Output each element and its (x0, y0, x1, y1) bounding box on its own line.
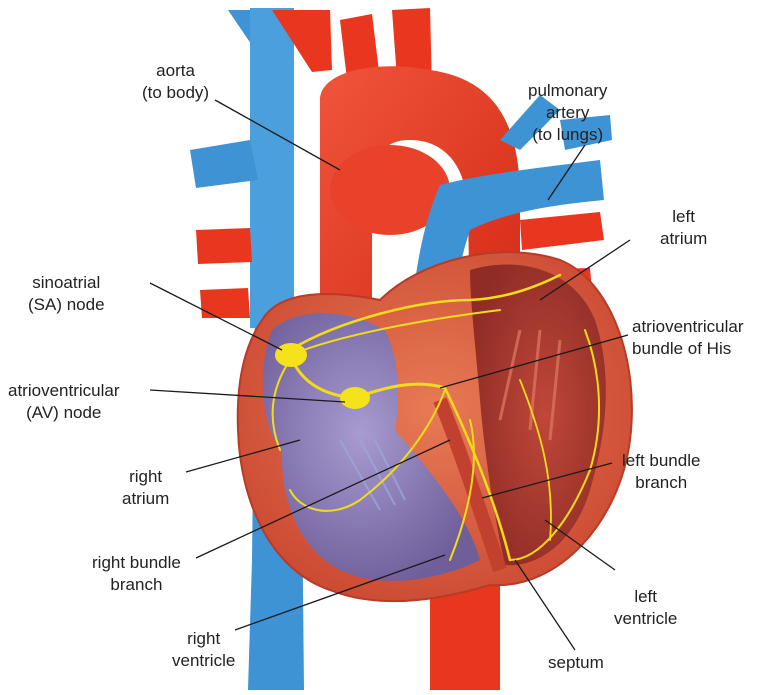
label-sa-node-line1: sinoatrial (28, 272, 105, 294)
label-right-atrium-line1: right (122, 466, 169, 488)
label-septum-line1: septum (548, 652, 604, 674)
label-right-ventricle: right ventricle (172, 628, 235, 672)
label-aorta: aorta (to body) (142, 60, 209, 104)
label-left-ventricle-line2: ventricle (614, 608, 677, 630)
label-right-bundle-line1: right bundle (92, 552, 181, 574)
label-right-ventricle-line2: ventricle (172, 650, 235, 672)
label-bundle-his-line1: atrioventricular (632, 316, 744, 338)
label-left-bundle-branch: left bundle branch (622, 450, 700, 494)
label-left-ventricle-line1: left (614, 586, 677, 608)
label-av-node-line2: (AV) node (8, 402, 120, 424)
label-left-bundle-line2: branch (622, 472, 700, 494)
label-left-bundle-line1: left bundle (622, 450, 700, 472)
label-sa-node: sinoatrial (SA) node (28, 272, 105, 316)
label-right-atrium-line2: atrium (122, 488, 169, 510)
label-bundle-of-his: atrioventricular bundle of His (632, 316, 744, 360)
label-av-node-line1: atrioventricular (8, 380, 120, 402)
label-septum: septum (548, 652, 604, 674)
label-right-ventricle-line1: right (172, 628, 235, 650)
pulmonary-veins-left (190, 140, 258, 188)
label-pulmonary-line1: pulmonary (528, 80, 607, 102)
label-bundle-his-line2: bundle of His (632, 338, 744, 360)
label-right-atrium: right atrium (122, 466, 169, 510)
label-left-ventricle: left ventricle (614, 586, 677, 630)
label-sa-node-line2: (SA) node (28, 294, 105, 316)
label-pulmonary-artery: pulmonary artery (to lungs) (528, 80, 607, 146)
label-av-node: atrioventricular (AV) node (8, 380, 120, 424)
label-right-bundle-branch: right bundle branch (92, 552, 181, 596)
label-right-bundle-line2: branch (92, 574, 181, 596)
label-aorta-line1: aorta (142, 60, 209, 82)
heart-body (238, 252, 632, 601)
label-pulmonary-line2: artery (528, 102, 607, 124)
label-left-atrium-line2: atrium (660, 228, 707, 250)
label-aorta-line2: (to body) (142, 82, 209, 104)
label-left-atrium: left atrium (660, 206, 707, 250)
label-pulmonary-line3: (to lungs) (528, 124, 607, 146)
label-left-atrium-line1: left (660, 206, 707, 228)
